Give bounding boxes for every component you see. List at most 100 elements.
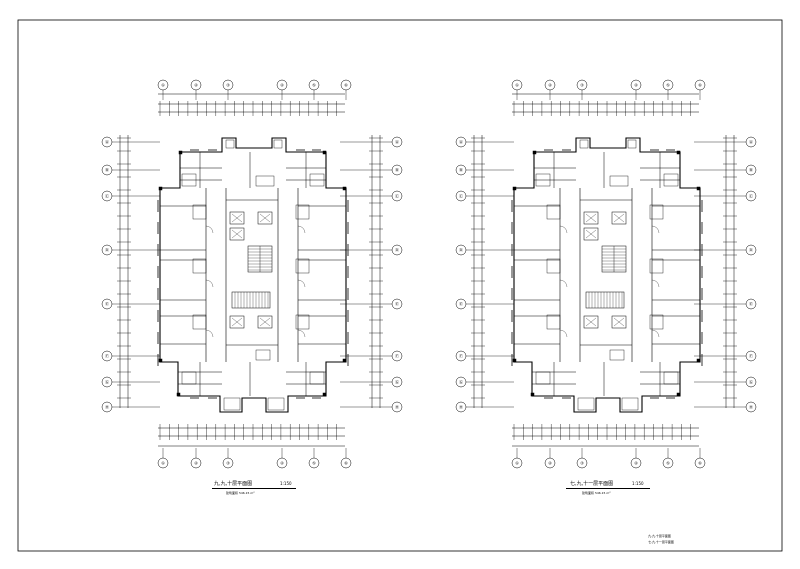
axis-bubble-left-1 — [101, 136, 113, 148]
axis-bubble-bottom-3-label: ③ — [580, 460, 584, 465]
axis-bubble-top-6-label: ⑥ — [698, 82, 702, 87]
axis-bubble-right-7 — [391, 376, 403, 388]
structural-column — [158, 358, 163, 363]
axis-bubble-right-2-label: Ⓑ — [749, 166, 753, 172]
kitchen — [535, 371, 551, 385]
axis-bubble-right-6 — [745, 350, 757, 362]
bathroom — [546, 314, 561, 330]
axis-bubble-top-6 — [340, 79, 352, 91]
bay-window — [627, 139, 637, 149]
axis-bubble-top-5-label: ⑤ — [666, 82, 670, 87]
elevator-shaft — [583, 227, 599, 241]
kitchen — [535, 173, 551, 187]
door-swing — [297, 225, 306, 234]
axis-bubble-left-7-label: Ⓖ — [105, 378, 109, 384]
building-outline — [159, 137, 347, 413]
axis-bubble-bottom-4-label: ④ — [280, 460, 284, 465]
axis-bubble-left-8-label: Ⓗ — [459, 403, 463, 409]
kitchen — [309, 371, 325, 385]
elevator-cross — [585, 213, 597, 223]
kitchen — [663, 173, 679, 187]
structural-column — [342, 186, 347, 191]
elevator-cross — [231, 213, 243, 223]
door-swing — [651, 279, 660, 288]
axis-bubble-right-4-label: Ⓓ — [395, 246, 399, 252]
door-swing — [559, 225, 568, 234]
axis-bubble-left-5-label: Ⓔ — [459, 300, 463, 306]
axis-bubble-right-5 — [745, 298, 757, 310]
axis-bubble-left-6-label: Ⓕ — [459, 352, 463, 358]
axis-bubble-left-2-label: Ⓑ — [459, 166, 463, 172]
bathroom — [192, 204, 207, 220]
axis-bubble-left-2 — [101, 164, 113, 176]
elevator-cross — [231, 317, 243, 327]
axis-bubble-bottom-5-label: ⑤ — [312, 460, 316, 465]
axis-bubble-bottom-1-label: ① — [515, 460, 519, 465]
axis-bubble-right-5-label: Ⓔ — [749, 300, 753, 306]
plan-scale-right: 1:150 — [632, 481, 644, 486]
axis-bubble-right-2-label: Ⓑ — [395, 166, 399, 172]
axis-bubble-top-6-label: ⑥ — [344, 82, 348, 87]
elevator-cross — [259, 213, 271, 223]
bathroom — [649, 314, 664, 330]
axis-bubble-top-1 — [157, 79, 169, 91]
elevator-shaft — [229, 227, 245, 241]
bathroom — [192, 258, 207, 274]
equipment-room — [609, 175, 629, 187]
axis-bubble-right-1-label: Ⓐ — [395, 138, 399, 144]
axis-bubble-bottom-5 — [308, 457, 320, 469]
elevator-shaft — [583, 211, 599, 225]
axis-bubble-left-6-label: Ⓕ — [105, 352, 109, 358]
bathroom — [649, 258, 664, 274]
structural-column — [322, 150, 327, 155]
elevator-shaft — [229, 315, 245, 329]
axis-bubble-right-6-label: Ⓕ — [749, 352, 753, 358]
axis-bubble-bottom-6-label: ⑥ — [344, 460, 348, 465]
elevator-shaft — [229, 211, 245, 225]
elevator-cross — [259, 317, 271, 327]
plan-subtitle-right: 建筑面积 546.15 m² — [582, 491, 611, 495]
equipment-room — [255, 349, 271, 361]
elevator-shaft — [611, 315, 627, 329]
structural-column — [178, 150, 183, 155]
axis-bubble-left-7 — [101, 376, 113, 388]
axis-bubble-right-3-label: Ⓒ — [749, 192, 753, 198]
axis-bubble-right-8 — [391, 401, 403, 413]
axis-bubble-right-1 — [745, 136, 757, 148]
axis-bubble-right-3 — [745, 190, 757, 202]
axis-bubble-left-6 — [101, 350, 113, 362]
structural-column — [322, 392, 327, 397]
bathroom — [649, 204, 664, 220]
axis-bubble-left-4 — [455, 244, 467, 256]
axis-bubble-top-4 — [276, 79, 288, 91]
bay-window — [225, 139, 235, 149]
axis-bubble-right-2 — [391, 164, 403, 176]
structural-column — [696, 186, 701, 191]
axis-bubble-top-2 — [190, 79, 202, 91]
bay-window — [223, 397, 241, 411]
stairwell — [231, 291, 271, 309]
plan-title-left: 九,九,十层平面图 — [214, 481, 253, 487]
sheet-note-1: 九,九,十层平面图 — [648, 534, 671, 538]
kitchen — [663, 371, 679, 385]
structural-column — [512, 358, 517, 363]
axis-bubble-left-7 — [455, 376, 467, 388]
plan-subtitle-left: 建筑面积 546.15 m² — [226, 491, 255, 495]
axis-bubble-bottom-1-label: ① — [161, 460, 165, 465]
axis-bubble-top-5-label: ⑤ — [312, 82, 316, 87]
kitchen — [309, 173, 325, 187]
bay-window — [579, 139, 589, 149]
sheet-border — [17, 19, 783, 552]
building-outline — [513, 137, 701, 413]
axis-bubble-left-8 — [101, 401, 113, 413]
door-swing — [651, 329, 660, 338]
axis-bubble-right-4 — [391, 244, 403, 256]
axis-bubble-top-2 — [544, 79, 556, 91]
elevator-shaft — [257, 315, 273, 329]
axis-bubble-top-1-label: ① — [161, 82, 165, 87]
axis-bubble-right-8-label: Ⓗ — [749, 403, 753, 409]
axis-bubble-top-5 — [308, 79, 320, 91]
elevator-shaft — [583, 315, 599, 329]
